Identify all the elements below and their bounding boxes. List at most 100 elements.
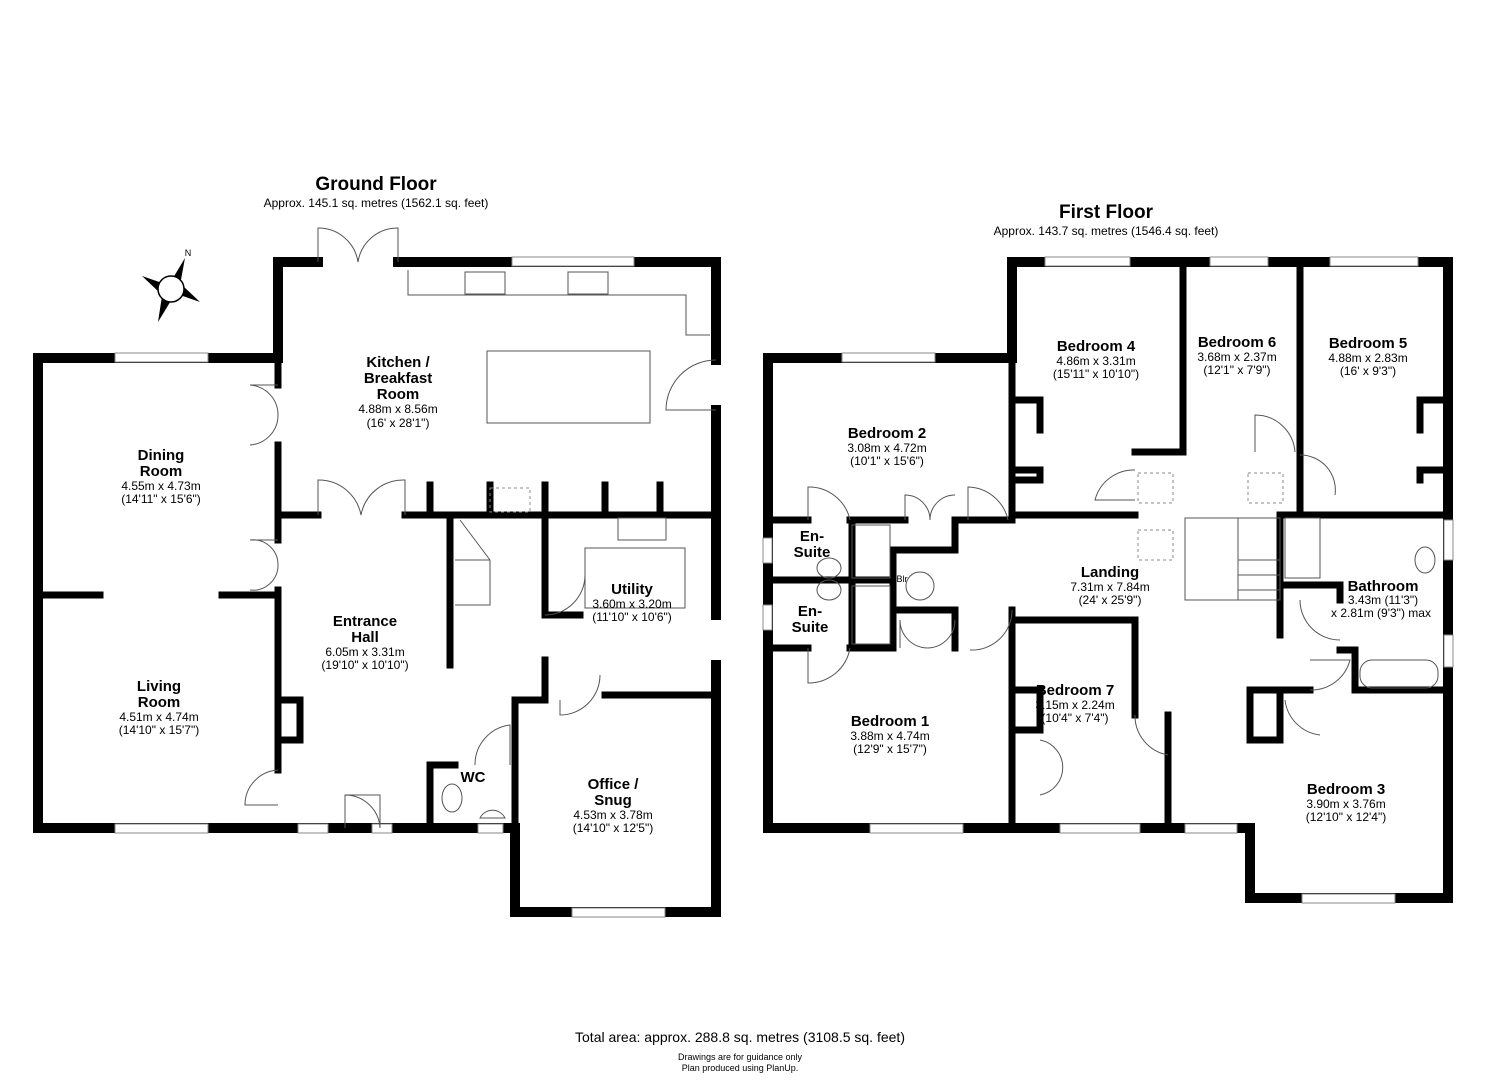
window — [371, 823, 393, 834]
svg-text:3.08m x 4.72m: 3.08m x 4.72m — [847, 441, 926, 455]
room-bedroom-4: Bedroom 4 4.86m x 3.31m (15'11" x 10'10"… — [1053, 338, 1139, 381]
room-bedroom-5: Bedroom 5 4.88m x 2.83m (16' x 9'3") — [1328, 335, 1407, 378]
svg-text:(14'10" x 12'5"): (14'10" x 12'5") — [573, 821, 653, 835]
svg-text:4.86m x 3.31m: 4.86m x 3.31m — [1056, 354, 1135, 368]
room-utility: Utility 3.60m x 3.20m (11'10" x 10'6") — [592, 581, 672, 624]
window — [841, 352, 936, 363]
svg-text:En-: En- — [800, 528, 824, 545]
svg-text:Bedroom 2: Bedroom 2 — [848, 425, 926, 442]
svg-text:Room: Room — [140, 463, 183, 480]
svg-text:Bedroom 3: Bedroom 3 — [1307, 781, 1385, 798]
window — [297, 823, 329, 834]
svg-text:Dining: Dining — [138, 447, 185, 464]
svg-text:Bathroom: Bathroom — [1348, 578, 1419, 595]
room-living: Living Room 4.51m x 4.74m (14'10" x 15'7… — [119, 678, 199, 737]
svg-text:Kitchen /: Kitchen / — [366, 354, 430, 371]
window — [1443, 519, 1454, 561]
room-bedroom-2: Bedroom 2 3.08m x 4.72m (10'1" x 15'6") — [847, 425, 926, 468]
window — [114, 823, 209, 834]
svg-text:4.51m x 4.74m: 4.51m x 4.74m — [119, 710, 198, 724]
window — [869, 823, 964, 834]
first-floor-title: First Floor — [1059, 202, 1154, 223]
svg-text:(16' x 28'1"): (16' x 28'1") — [367, 416, 430, 430]
svg-text:(12'10" x 12'4"): (12'10" x 12'4") — [1306, 810, 1386, 824]
window — [762, 537, 773, 564]
svg-text:(24' x 25'9"): (24' x 25'9") — [1079, 593, 1142, 607]
total-area: Total area: approx. 288.8 sq. metres (31… — [575, 1029, 905, 1045]
boiler-label: Blr — [897, 574, 908, 584]
window — [1184, 823, 1238, 834]
svg-text:(19'10" x 10'10"): (19'10" x 10'10") — [321, 658, 408, 672]
ground-floor-plan: Ground Floor Approx. 145.1 sq. metres (1… — [33, 174, 721, 918]
room-en-suite-1: En- Suite — [794, 528, 831, 561]
svg-text:3.90m x 3.76m: 3.90m x 3.76m — [1306, 797, 1385, 811]
svg-text:3.43m (11'3"): 3.43m (11'3") — [1348, 593, 1418, 607]
room-en-suite-2: En- Suite — [792, 603, 829, 636]
window — [762, 604, 773, 631]
svg-text:Office /: Office / — [588, 776, 640, 793]
window — [1443, 634, 1454, 668]
svg-text:4.88m x 8.56m: 4.88m x 8.56m — [358, 402, 437, 416]
window — [511, 256, 635, 267]
window — [1209, 256, 1269, 267]
svg-text:En-: En- — [798, 603, 822, 620]
room-entrance-hall: Entrance Hall 6.05m x 3.31m (19'10" x 10… — [321, 613, 408, 672]
svg-text:Bedroom 7: Bedroom 7 — [1036, 682, 1114, 699]
svg-text:(11'10" x 10'6"): (11'10" x 10'6") — [592, 610, 672, 624]
svg-text:Bedroom 1: Bedroom 1 — [851, 713, 929, 730]
svg-text:6.05m x 3.31m: 6.05m x 3.31m — [325, 645, 404, 659]
guidance-note: Drawings are for guidance only — [678, 1052, 803, 1062]
room-bathroom: Bathroom 3.43m (11'3") x 2.81m (9'3") ma… — [1331, 578, 1431, 620]
svg-text:Living: Living — [137, 678, 181, 695]
svg-text:Snug: Snug — [594, 792, 632, 809]
svg-text:(10'1" x 15'6"): (10'1" x 15'6") — [850, 454, 924, 468]
ground-floor-title: Ground Floor — [315, 174, 437, 195]
svg-text:Breakfast: Breakfast — [364, 370, 432, 387]
svg-text:(10'4" x 7'4"): (10'4" x 7'4") — [1041, 711, 1108, 725]
room-landing: Landing 7.31m x 7.84m (24' x 25'9") — [1070, 564, 1149, 607]
window — [571, 907, 666, 918]
svg-text:Room: Room — [138, 694, 181, 711]
svg-text:N: N — [185, 248, 192, 258]
svg-text:Room: Room — [377, 386, 420, 403]
svg-text:Suite: Suite — [794, 544, 831, 561]
first-floor-area: Approx. 143.7 sq. metres (1546.4 sq. fee… — [994, 224, 1219, 238]
first-floor-plan: First Floor Approx. 143.7 sq. metres (15… — [762, 202, 1454, 904]
room-wc: WC — [461, 769, 486, 786]
svg-text:Bedroom 5: Bedroom 5 — [1329, 335, 1407, 352]
svg-text:(15'11" x 10'10"): (15'11" x 10'10") — [1053, 367, 1139, 381]
room-dining: Dining Room 4.55m x 4.73m (14'11" x 15'6… — [121, 447, 201, 506]
svg-text:Suite: Suite — [792, 619, 829, 636]
svg-text:3.60m x 3.20m: 3.60m x 3.20m — [592, 597, 671, 611]
svg-text:Bedroom 4: Bedroom 4 — [1057, 338, 1136, 355]
svg-text:3.68m x 2.37m: 3.68m x 2.37m — [1197, 350, 1276, 364]
window — [1044, 256, 1131, 267]
svg-text:Hall: Hall — [351, 629, 379, 646]
room-bedroom-7: Bedroom 7 3.15m x 2.24m (10'4" x 7'4") — [1035, 682, 1114, 725]
svg-text:3.88m x 4.74m: 3.88m x 4.74m — [850, 729, 929, 743]
room-bedroom-3: Bedroom 3 3.90m x 3.76m (12'10" x 12'4") — [1306, 781, 1386, 824]
svg-text:Bedroom 6: Bedroom 6 — [1198, 334, 1276, 351]
svg-text:Utility: Utility — [611, 581, 653, 598]
svg-text:4.55m x 4.73m: 4.55m x 4.73m — [121, 479, 200, 493]
svg-text:4.53m x 3.78m: 4.53m x 3.78m — [573, 808, 652, 822]
room-bedroom-1: Bedroom 1 3.88m x 4.74m (12'9" x 15'7") — [850, 713, 929, 756]
ground-floor-area: Approx. 145.1 sq. metres (1562.1 sq. fee… — [264, 196, 489, 210]
window — [1329, 256, 1419, 267]
svg-text:x 2.81m (9'3") max: x 2.81m (9'3") max — [1331, 606, 1431, 620]
svg-text:(14'11" x 15'6"): (14'11" x 15'6") — [121, 492, 201, 506]
room-bedroom-6: Bedroom 6 3.68m x 2.37m (12'1" x 7'9") — [1197, 334, 1276, 377]
svg-text:(12'9" x 15'7"): (12'9" x 15'7") — [853, 742, 927, 756]
svg-text:4.88m x 2.83m: 4.88m x 2.83m — [1328, 351, 1407, 365]
svg-text:(16' x 9'3"): (16' x 9'3") — [1340, 364, 1396, 378]
svg-text:Entrance: Entrance — [333, 613, 397, 630]
window — [1301, 893, 1396, 904]
svg-text:WC: WC — [461, 769, 486, 786]
svg-text:7.31m x 7.84m: 7.31m x 7.84m — [1070, 580, 1149, 594]
window — [477, 823, 504, 834]
svg-text:(14'10" x 15'7"): (14'10" x 15'7") — [119, 723, 199, 737]
svg-text:(12'1" x 7'9"): (12'1" x 7'9") — [1203, 363, 1270, 377]
window — [114, 352, 209, 363]
kitchen-island — [486, 350, 651, 424]
svg-text:Landing: Landing — [1081, 564, 1139, 581]
